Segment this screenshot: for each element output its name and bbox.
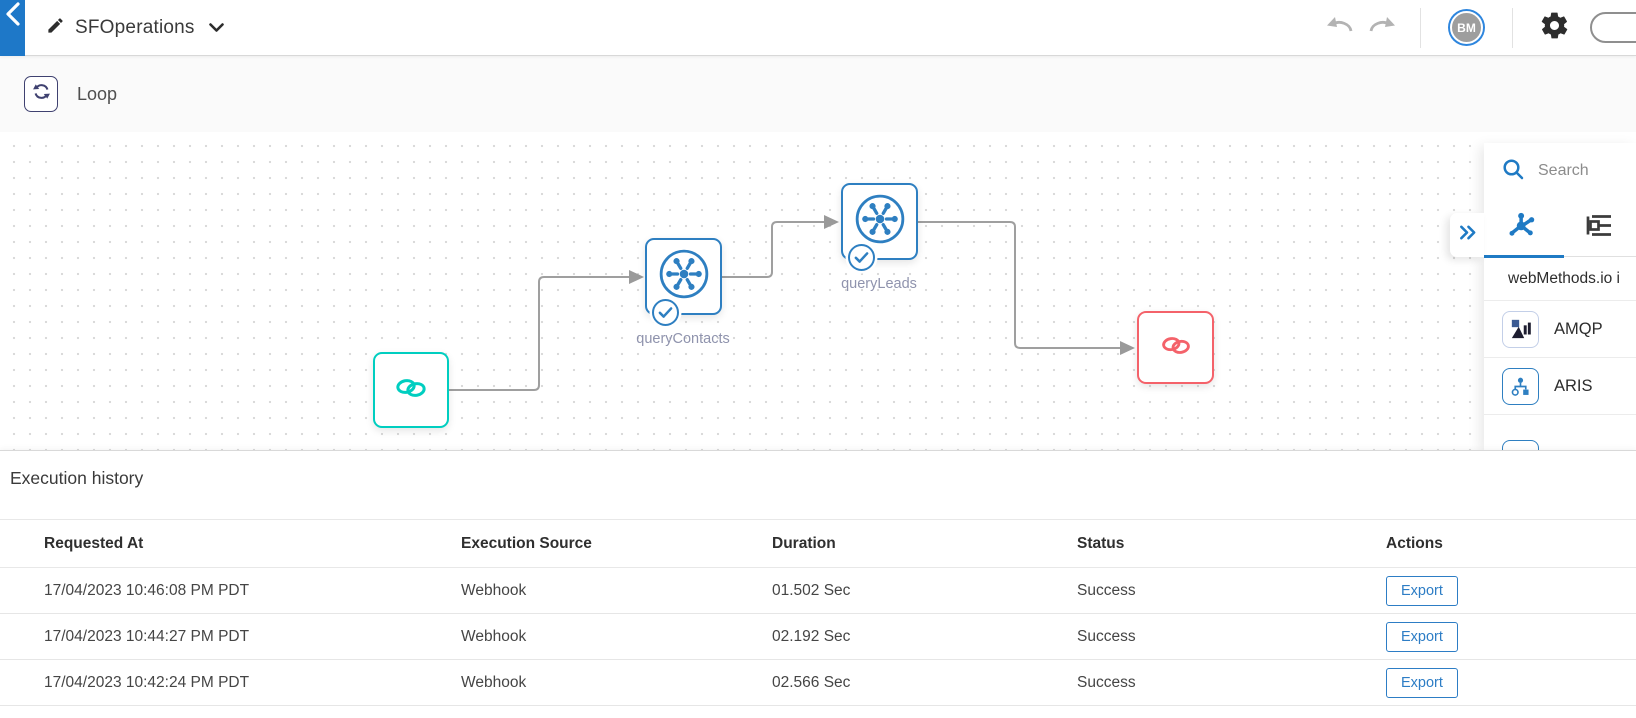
aris-logo-icon — [1502, 367, 1539, 405]
search-icon — [1501, 157, 1525, 186]
status-badge: Success — [1077, 613, 1386, 660]
source-cell: Webhook — [461, 567, 772, 614]
collapse-panel-button[interactable] — [1450, 213, 1484, 257]
node-queryLeads[interactable] — [841, 183, 918, 271]
execution-history-section: Execution history Requested At Execution… — [0, 450, 1636, 718]
tab-flow-editor[interactable] — [1560, 199, 1636, 256]
tab-connectors[interactable] — [1484, 199, 1560, 256]
table-header-row: Requested At Execution Source Duration S… — [0, 519, 1636, 568]
column-duration: Duration — [772, 519, 1077, 568]
loop-step-chip[interactable] — [24, 76, 58, 112]
connector-hub-icon — [656, 246, 712, 307]
success-check-icon — [652, 299, 679, 326]
status-badge: Success — [1077, 659, 1386, 706]
status-badge: Success — [1077, 567, 1386, 614]
pencil-icon — [46, 16, 65, 40]
table-row: 17/04/2023 10:42:24 PM PDT Webhook 02.56… — [0, 659, 1636, 706]
redo-button[interactable] — [1366, 14, 1398, 41]
export-button[interactable]: Export — [1386, 575, 1458, 606]
source-cell: Webhook — [461, 659, 772, 706]
node-end-link[interactable] — [1137, 311, 1214, 384]
settings-button[interactable] — [1539, 10, 1570, 46]
project-title: SFOperations — [75, 16, 195, 38]
export-button[interactable]: Export — [1386, 621, 1458, 652]
hub-icon — [1508, 211, 1536, 244]
chevron-double-right-icon — [1458, 224, 1477, 246]
search-input[interactable] — [1538, 162, 1636, 180]
connector-hub-icon — [852, 191, 908, 252]
requested-at-cell: 17/04/2023 10:46:08 PM PDT — [0, 567, 461, 614]
connector-panel: webMethods.io i AMQP — [1484, 143, 1636, 450]
top-bar: SFOperations BM — [0, 0, 1636, 56]
connector-item-amqp[interactable]: AMQP — [1484, 301, 1636, 358]
connector-section-title: webMethods.io i — [1508, 269, 1621, 287]
export-button[interactable]: Export — [1386, 667, 1458, 698]
column-requested-at: Requested At — [0, 519, 461, 568]
step-bar: Loop — [0, 56, 1636, 132]
flow-editor-icon — [1585, 213, 1612, 243]
gear-icon — [1539, 10, 1570, 46]
column-execution-source: Execution Source — [461, 519, 772, 568]
undo-icon — [1324, 14, 1356, 41]
chevron-down-icon — [208, 20, 224, 38]
connector-name: AMQP — [1554, 319, 1603, 338]
chain-link-icon — [393, 376, 429, 405]
table-row: 17/04/2023 10:44:27 PM PDT Webhook 02.19… — [0, 613, 1636, 660]
source-cell: Webhook — [461, 613, 772, 660]
step-label: Loop — [77, 83, 118, 104]
edit-title-button[interactable] — [46, 16, 65, 40]
back-button[interactable] — [0, 0, 25, 56]
amqp-logo-icon — [1502, 310, 1539, 348]
section-title: Execution history — [10, 468, 144, 488]
workflow-canvas: queryContacts queryLeads — [0, 132, 1636, 450]
active-tab-indicator — [1484, 255, 1564, 258]
node-label: queryContacts — [636, 331, 730, 347]
divider — [1512, 7, 1513, 48]
connector-item-aris[interactable]: ARIS — [1484, 358, 1636, 415]
column-status: Status — [1077, 519, 1386, 568]
chain-link-icon — [1159, 334, 1193, 362]
search-bar — [1484, 143, 1636, 199]
execution-history-table: Requested At Execution Source Duration S… — [0, 519, 1636, 706]
requested-at-cell: 17/04/2023 10:42:24 PM PDT — [0, 659, 461, 706]
node-label: queryLeads — [841, 276, 917, 292]
partial-toggle-button[interactable] — [1590, 12, 1636, 43]
node-queryContacts[interactable] — [645, 238, 722, 326]
connector-item-partial[interactable] — [1502, 440, 1539, 450]
duration-cell: 01.502 Sec — [772, 567, 1077, 614]
project-dropdown[interactable]: SFOperations — [75, 17, 224, 39]
duration-cell: 02.192 Sec — [772, 613, 1077, 660]
redo-icon — [1366, 14, 1398, 41]
connector-lines — [449, 215, 1135, 391]
undo-button[interactable] — [1324, 14, 1356, 41]
node-start-link[interactable] — [373, 352, 449, 428]
duration-cell: 02.566 Sec — [772, 659, 1077, 706]
avatar[interactable]: BM — [1450, 11, 1483, 44]
connector-section-header: webMethods.io i — [1484, 257, 1636, 301]
loop-icon — [30, 80, 53, 108]
panel-tabs — [1484, 199, 1636, 258]
success-check-icon — [848, 244, 875, 271]
requested-at-cell: 17/04/2023 10:44:27 PM PDT — [0, 613, 461, 660]
column-actions: Actions — [1386, 519, 1636, 568]
table-row: 17/04/2023 10:46:08 PM PDT Webhook 01.50… — [0, 567, 1636, 614]
divider — [1420, 7, 1421, 48]
connector-name: ARIS — [1554, 376, 1593, 395]
chevron-left-icon — [5, 0, 21, 56]
